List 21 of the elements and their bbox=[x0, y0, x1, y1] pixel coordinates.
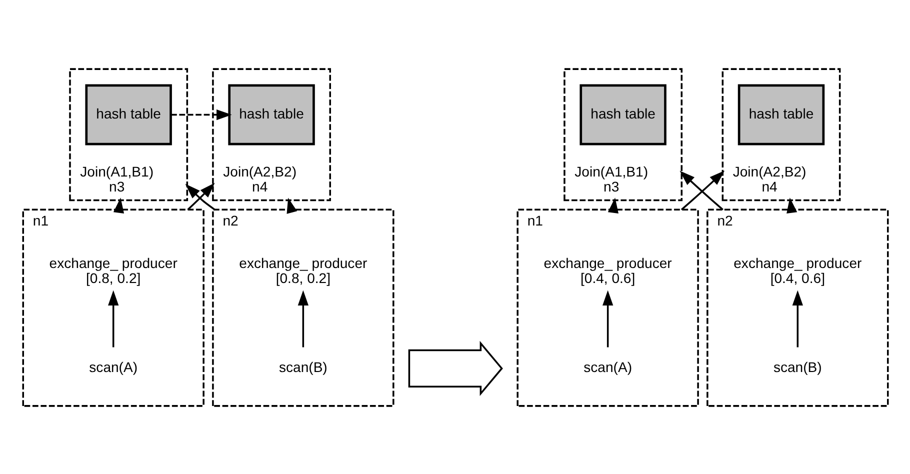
node-text: scan(A) bbox=[583, 358, 632, 375]
node-box: hash table bbox=[228, 84, 314, 145]
arrow bbox=[607, 197, 618, 213]
node-arrow bbox=[408, 340, 502, 396]
node-text: exchange_ producer [0.4, 0.6] bbox=[543, 254, 672, 286]
arrow bbox=[170, 108, 232, 120]
arrow bbox=[297, 290, 308, 347]
arrow bbox=[792, 290, 802, 347]
arrow bbox=[108, 290, 118, 347]
arrow bbox=[602, 290, 613, 347]
node-text: scan(B) bbox=[772, 358, 822, 375]
arrow bbox=[786, 197, 797, 213]
node-box: hash table bbox=[84, 84, 172, 145]
arrow bbox=[112, 197, 124, 213]
node-box: hash table bbox=[737, 84, 824, 145]
node-text: exchange_ producer [0.8, 0.2] bbox=[48, 254, 177, 286]
node-box: hash table bbox=[579, 84, 666, 145]
node-text: exchange_ producer [0.8, 0.2] bbox=[238, 254, 367, 286]
node-text: scan(A) bbox=[88, 358, 138, 375]
node-text: scan(B) bbox=[278, 358, 327, 375]
node-text: exchange_ producer [0.4, 0.6] bbox=[733, 254, 862, 286]
